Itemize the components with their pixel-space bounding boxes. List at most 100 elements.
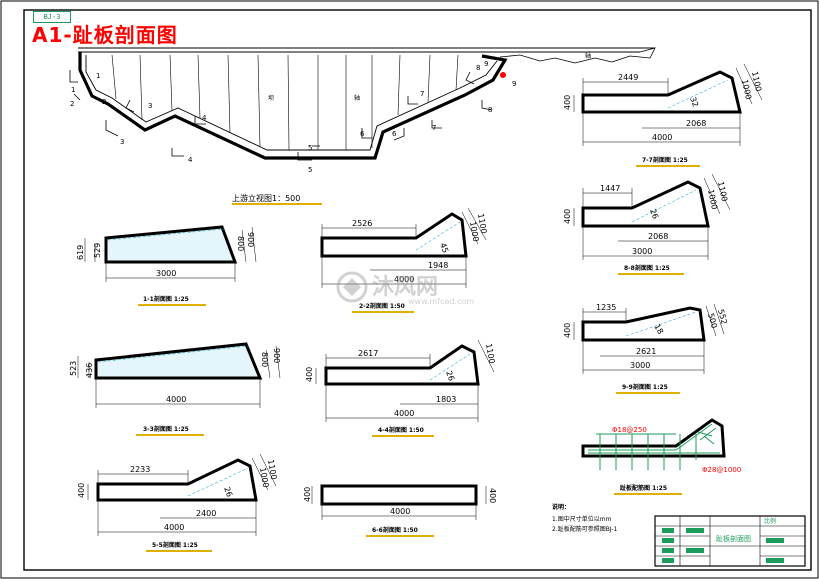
plan-label: 9 [512,80,516,88]
watermark-url: www.mfcad.com [408,297,474,306]
dim-label: 4000 [390,507,410,516]
section-caption: 3-3剖面图 1:25 [143,425,189,433]
notes-line: 2.趾板配筋可参照图BJ-1 [552,525,618,533]
dim-label: 4000 [166,395,186,404]
notes: 说明： 1.图中尺寸单位以mm 2.趾板配筋可参照图BJ-1 [552,503,618,533]
plan-title: 上游立视图1：500 [232,193,300,203]
dim-label: 2400 [196,509,216,518]
dim-label: 4000 [394,275,414,284]
title-block-field: 比例 [764,517,776,525]
dim-label: 4000 [164,523,184,532]
dim-label: 500 [706,312,719,329]
dim-label: 400 [77,483,86,498]
rebar-label: Φ18@250 [612,426,647,434]
dim-label: 436 [85,363,94,378]
upstream-elevation-view [69,47,656,161]
dim-label: 2068 [648,232,668,241]
plan-label: 7 [420,90,424,98]
dim-label: 400 [488,488,497,503]
plan-label: 4 [188,156,193,164]
rebar-detail: Φ18@250 Φ28@1000 趾板配筋图 1:25 [581,418,741,495]
watermark: 沐风网 www.mfcad.com [336,271,474,306]
plan-label: 7 [432,124,436,132]
notes-heading: 说明： [552,503,570,511]
plan-label: 3 [148,102,152,110]
plan-label: 6 [360,130,365,138]
dim-label: 26 [222,486,234,499]
dim-label: 2449 [618,73,638,82]
dim-label: 3000 [156,269,176,278]
dim-label: 400 [563,95,572,110]
drawing-frame [23,9,812,571]
dim-label: 529 [93,243,102,258]
title-block-drawing-name: 趾板剖面图 [716,534,751,543]
plan-label: 3 [120,138,124,146]
dim-label: 18 [652,323,665,336]
drawing-title: A1-趾板剖面图 [32,23,178,47]
watermark-brand: 沐风网 [372,275,438,300]
section-caption: 1-1剖面图 1:25 [143,295,189,303]
title-block [654,515,806,567]
dim-label: 4000 [394,409,414,418]
rebar-label: Φ28@1000 [702,466,741,474]
plan-label: 2 [70,100,74,108]
dim-label: 2617 [358,349,378,358]
dim-label: 1803 [436,395,456,404]
dim-label: 1235 [596,303,616,312]
dim-label: 523 [69,361,78,376]
dim-label: 400 [303,487,312,502]
section-8-8: 1447 2068 3000 400 1100 1000 26 8-8剖面图 1… [563,173,731,275]
dim-label: 4000 [652,133,672,142]
dim-label: 1000 [706,189,719,211]
section-caption: 趾板配筋图 1:25 [620,484,667,492]
dim-label: 2068 [686,119,706,128]
dim-label: 3000 [630,361,650,370]
dim-label: 1000 [740,79,753,101]
plan-label: 1 [96,72,100,80]
section-caption: 9-9剖面图 1:25 [622,383,668,391]
drawing-tag: BJ-3 [33,11,71,23]
plan-label: 5 [308,166,312,174]
dim-label: 1447 [600,184,620,193]
section-1-1: 3000 529 619 800 900 1-1剖面图 1:25 [76,225,257,306]
plan-label: 5 [308,144,312,152]
section-4-4: 2617 1803 4000 400 1100 26 4-4剖面图 1:50 [305,339,496,437]
dim-label: 900 [272,348,281,363]
plan-label: 8 [488,106,492,114]
dim-label: 2621 [636,347,656,356]
dim-label: 800 [260,352,269,367]
dim-label: 45 [438,242,450,255]
dim-label: 1100 [476,213,488,235]
section-6-6: 4000 400 400 6-6剖面图 1:50 [303,484,497,537]
dim-label: 1100 [484,343,496,365]
plan-label: 9 [484,60,488,68]
dim-label: 900 [246,232,255,247]
plan-label: 2 [102,98,106,106]
section-caption: 6-6剖面图 1:50 [372,526,418,534]
notes-line: 1.图中尺寸单位以mm [552,515,612,523]
section-caption: 5-5剖面图 1:25 [152,541,198,549]
section-caption: 4-4剖面图 1:50 [378,426,424,434]
dim-label: 1948 [428,261,448,270]
dim-label: 400 [305,367,314,382]
plan-word: 坝 [268,94,274,102]
plan-label: 1 [71,86,75,94]
section-7-7: 2449 2068 4000 400 1100 1000 32 7-7剖面图 1… [563,63,763,167]
dim-label: 800 [236,236,245,251]
section-caption: 7-7剖面图 1:25 [642,156,688,164]
plan-label: 6 [392,130,397,138]
section-9-9: 1235 2621 3000 400 552 500 18 9-9剖面图 1:2… [563,303,729,394]
dim-label: 2526 [352,219,372,228]
dim-label: 552 [716,308,729,325]
plan-word: 轴 [585,52,591,60]
dim-label: 3000 [632,247,652,256]
dim-label: 32 [688,96,700,109]
dim-label: 400 [563,323,572,338]
plan-word: 轴 [354,94,360,102]
dim-label: 1100 [750,71,763,93]
dim-label: 619 [76,245,85,260]
dim-label: 1000 [468,221,480,243]
plan-label: 4 [202,114,207,122]
plan-labels: 1 1 2 2 3 3 4 4 5 5 6 6 7 7 8 8 9 9 坝 轴 … [70,52,591,174]
